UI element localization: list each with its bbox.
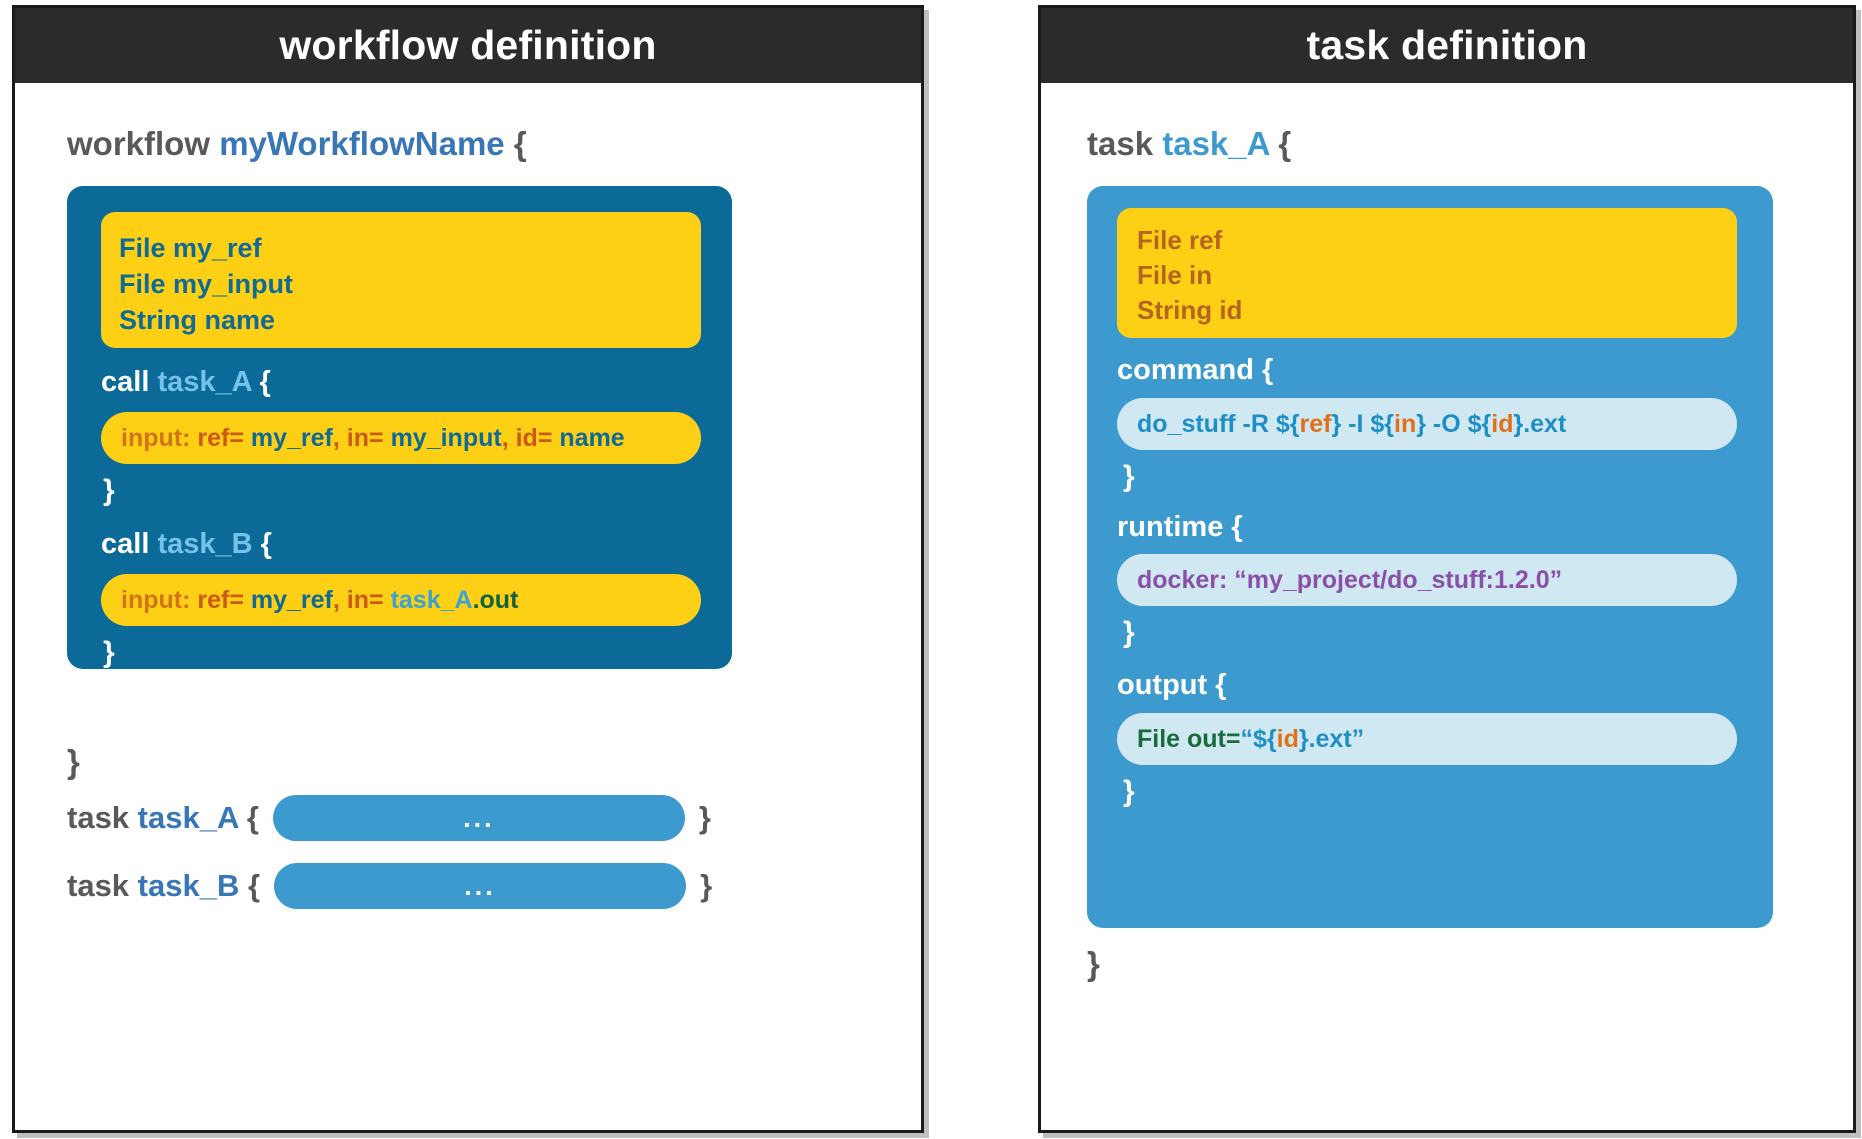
task-stub-open-brace: { xyxy=(247,868,261,903)
arg-value-in: my_input xyxy=(390,423,502,452)
command-content-pill: do_stuff -R ${ref} -I ${in} -O ${id}.ext xyxy=(1117,398,1737,450)
call-open-brace: { xyxy=(260,528,272,560)
task-body-block: File ref File in String id command { do_… xyxy=(1087,186,1773,928)
arg-separator: , xyxy=(332,423,340,452)
command-close-brace: } xyxy=(1123,460,1135,493)
call-task-b-input-pill: input: ref= my_ref, in= task_A.out xyxy=(101,574,701,626)
task-close-brace: } xyxy=(1087,945,1100,982)
output-content-pill: File out= “${id}.ext” xyxy=(1117,713,1737,765)
command-part: } -O ${ xyxy=(1416,409,1492,438)
workflow-declaration: workflow myWorkflowName { xyxy=(67,125,527,163)
call-task-name: task_B xyxy=(157,528,253,560)
output-string-part: “${ xyxy=(1240,724,1277,753)
task-keyword: task xyxy=(67,868,130,903)
task-stub-name: task_B xyxy=(137,868,240,903)
task-stub-close-brace: } xyxy=(698,800,711,835)
arg-separator: , xyxy=(501,423,509,452)
call-task-a-declaration: call task_A { xyxy=(101,366,271,399)
runtime-content-pill: docker: “my_project/do_stuff:1.2.0” xyxy=(1117,554,1737,606)
workflow-body-block: File my_ref File my_input String name ca… xyxy=(67,186,732,669)
command-variable: in xyxy=(1394,409,1417,438)
task-stub-close-brace: } xyxy=(700,868,713,903)
workflow-input-line: File my_input xyxy=(119,269,294,299)
task-stub-label: task task_B { xyxy=(67,868,260,904)
task-panel-title: task definition xyxy=(1041,8,1853,83)
call-open-brace: { xyxy=(259,366,271,398)
workflow-keyword: workflow xyxy=(67,125,211,162)
task-panel-body: task task_A { File ref File in String id… xyxy=(1041,83,1853,1130)
call-keyword: call xyxy=(101,528,150,560)
command-part: }.ext xyxy=(1513,409,1567,438)
call-task-b-close-brace: } xyxy=(103,636,115,669)
call-task-a-close-brace: } xyxy=(103,474,115,507)
workflow-panel-title: workflow definition xyxy=(15,8,921,83)
task-stub-label: task task_A { xyxy=(67,800,259,836)
arg-key-id: id= xyxy=(515,423,553,452)
runtime-close-brace: } xyxy=(1123,616,1135,649)
task-stub-name: task_A xyxy=(137,800,239,835)
command-part: } -I ${ xyxy=(1331,409,1394,438)
task-open-brace: { xyxy=(1278,125,1292,162)
output-string-part: }.ext” xyxy=(1298,724,1365,753)
task-stub-open-brace: { xyxy=(246,800,259,835)
workflow-close-brace: } xyxy=(67,743,80,780)
task-keyword: task xyxy=(1087,125,1154,162)
command-variable: id xyxy=(1491,409,1514,438)
input-label: input: xyxy=(121,423,191,452)
arg-value-id: name xyxy=(559,423,625,452)
call-keyword: call xyxy=(101,366,150,398)
arg-key-in: in= xyxy=(346,423,384,452)
output-section-label: output { xyxy=(1117,669,1227,701)
command-part: do_stuff -R ${ xyxy=(1137,409,1300,438)
output-close-brace: } xyxy=(1123,775,1135,808)
arg-value-ref: my_ref xyxy=(250,585,333,614)
arg-key-ref: ref= xyxy=(197,585,244,614)
task-definition-panel: task definition task task_A { File ref F… xyxy=(1038,5,1856,1133)
output-variable: id xyxy=(1276,724,1299,753)
docker-image-value: docker: “my_project/do_stuff:1.2.0” xyxy=(1137,565,1563,594)
call-task-b-declaration: call task_B { xyxy=(101,528,272,561)
call-task-name: task_A xyxy=(157,366,252,398)
arg-separator: , xyxy=(332,585,340,614)
runtime-section-label: runtime { xyxy=(1117,511,1243,543)
workflow-open-brace: { xyxy=(513,125,527,162)
workflow-name: myWorkflowName xyxy=(219,125,505,162)
workflow-definition-panel: workflow definition workflow myWorkflowN… xyxy=(12,5,924,1133)
workflow-input-line: String name xyxy=(119,305,276,335)
task-stub-task-b: task task_B { ... } xyxy=(67,863,712,909)
task-input-line: File ref xyxy=(1137,225,1223,255)
arg-value-taskref: task_A xyxy=(390,585,473,614)
input-label: input: xyxy=(121,585,191,614)
output-declaration: File out= xyxy=(1137,724,1241,753)
arg-value-ref: my_ref xyxy=(250,423,333,452)
task-declaration: task task_A { xyxy=(1087,125,1291,163)
task-input-line: File in xyxy=(1137,260,1213,290)
workflow-input-line: File my_ref xyxy=(119,233,262,263)
task-name: task_A xyxy=(1162,125,1270,162)
call-task-a-input-pill: input: ref= my_ref, in= my_input, id= na… xyxy=(101,412,701,464)
task-stub-task-a: task task_A { ... } xyxy=(67,795,711,841)
arg-key-ref: ref= xyxy=(197,423,244,452)
command-section-label: command { xyxy=(1117,354,1274,386)
workflow-inputs-box: File my_ref File my_input String name xyxy=(101,212,701,348)
task-input-line: String id xyxy=(1137,295,1243,325)
arg-key-in: in= xyxy=(346,585,384,614)
task-stub-ellipsis-pill[interactable]: ... xyxy=(274,863,687,909)
arg-value-output-suffix: .out xyxy=(472,585,519,614)
task-keyword: task xyxy=(67,800,130,835)
task-stub-ellipsis-pill[interactable]: ... xyxy=(272,795,685,841)
task-inputs-box: File ref File in String id xyxy=(1117,208,1737,338)
workflow-panel-body: workflow myWorkflowName { File my_ref Fi… xyxy=(15,83,921,1130)
command-variable: ref xyxy=(1299,409,1332,438)
